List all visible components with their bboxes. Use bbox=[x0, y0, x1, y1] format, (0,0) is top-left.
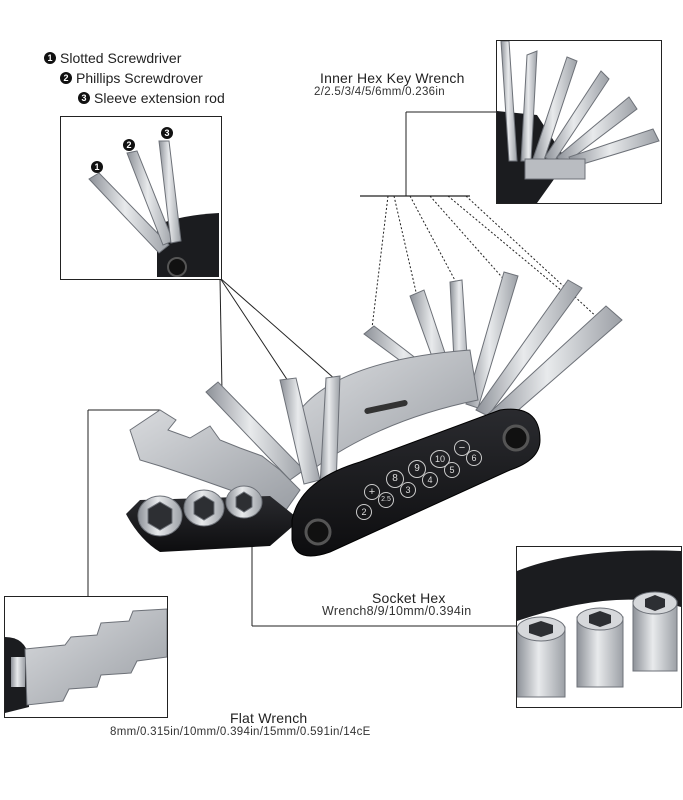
inset-flat-wrench bbox=[4, 596, 168, 718]
sockets bbox=[137, 485, 263, 537]
flat-wrench-title: Flat Wrench bbox=[230, 710, 308, 726]
inset-mark-3: 3 bbox=[161, 127, 173, 139]
socket-hex-sizes: Wrench8/9/10mm/0.394in bbox=[322, 604, 472, 618]
inset-flat-wrench-art bbox=[5, 608, 167, 713]
flat-wrench-callout-lines bbox=[87, 409, 160, 596]
legend-label: Slotted Screwdriver bbox=[60, 50, 182, 66]
inset-sockets bbox=[516, 546, 682, 708]
socket-hex-title: Socket Hex bbox=[372, 590, 446, 606]
flat-wrench bbox=[129, 409, 301, 511]
inset-screwdriver: 1 2 3 bbox=[60, 116, 222, 280]
tool-body bbox=[291, 408, 541, 557]
legend-item-slotted: 1 Slotted Screwdriver bbox=[44, 50, 181, 66]
hex-key-sizes: 2/2.5/3/4/5/6mm/0.236in bbox=[314, 86, 445, 98]
inset-hex-keys-art bbox=[497, 41, 660, 203]
screwdriver-callout-lines bbox=[219, 277, 337, 393]
number-badge: 1 bbox=[44, 52, 56, 64]
hex-callout-lines bbox=[360, 111, 601, 329]
legend-label: Phillips Screwdrover bbox=[76, 70, 203, 86]
screwdriver-bits bbox=[205, 375, 341, 487]
inset-mark-1: 1 bbox=[91, 161, 103, 173]
inset-mark-2: 2 bbox=[123, 139, 135, 151]
legend-item-phillips: 2 Phillips Screwdrover bbox=[60, 70, 203, 86]
inset-sockets-art bbox=[517, 550, 681, 698]
number-badge: 3 bbox=[78, 92, 90, 104]
flat-wrench-sizes: 8mm/0.315in/10mm/0.394in/15mm/0.591in/14… bbox=[110, 726, 371, 738]
hex-key-title: Inner Hex Key Wrench bbox=[320, 70, 465, 86]
inset-screwdriver-art bbox=[88, 140, 219, 277]
socket-callout-lines bbox=[251, 530, 516, 627]
number-badge: 2 bbox=[60, 72, 72, 84]
legend-item-sleeve: 3 Sleeve extension rod bbox=[78, 90, 225, 106]
legend-label: Sleeve extension rod bbox=[94, 90, 225, 106]
inset-hex-keys bbox=[496, 40, 662, 204]
